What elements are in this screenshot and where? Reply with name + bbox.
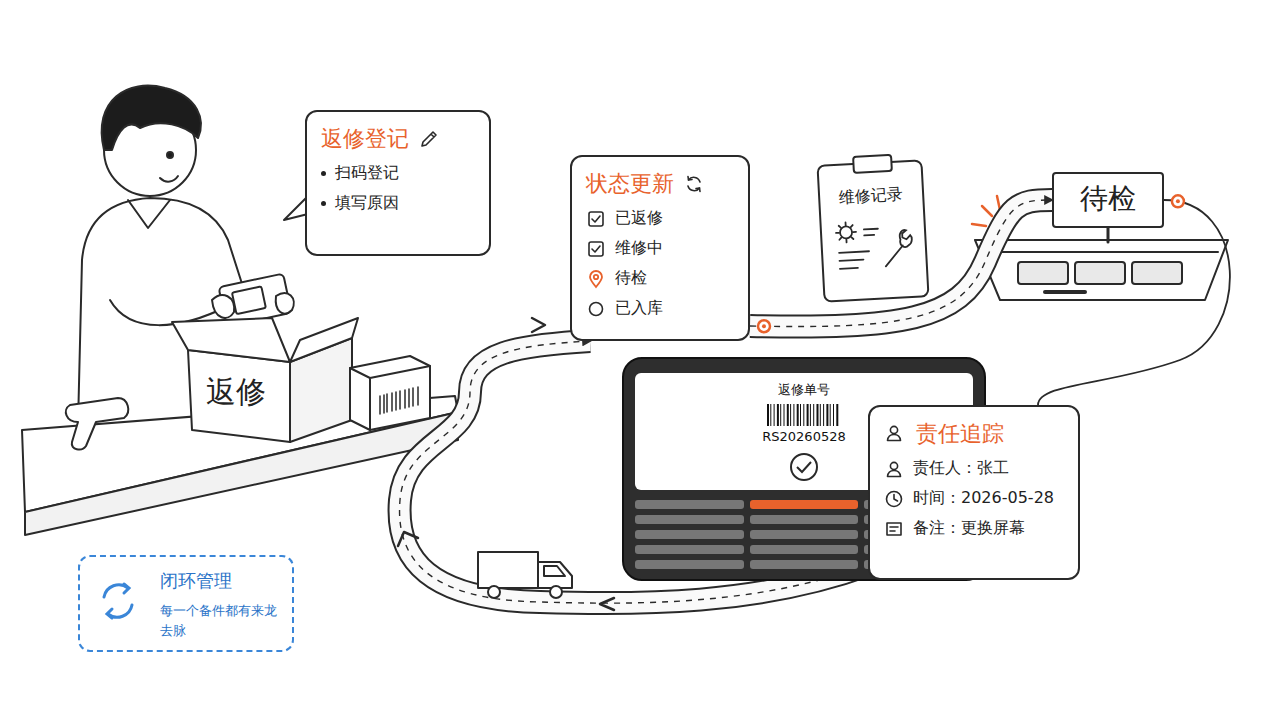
- clipboard: 维修记录: [816, 159, 929, 302]
- list-row: 待检: [586, 268, 734, 289]
- road-dot-core: [762, 324, 766, 328]
- list-item: 时间：2026-05-28: [913, 488, 1054, 509]
- icon: [586, 239, 606, 259]
- road-arrow: [600, 598, 614, 610]
- road-arrow: [398, 532, 418, 546]
- person-smile: [160, 176, 178, 182]
- list-row: 时间：2026-05-28: [884, 488, 1064, 509]
- key: [750, 530, 859, 539]
- carton-front: [188, 350, 290, 442]
- hand: [212, 295, 234, 318]
- clipboard-clip: [852, 154, 893, 174]
- clipboard-title: 维修记录: [826, 184, 917, 210]
- note-heading: 闭环管理: [160, 569, 282, 593]
- bullet-dot: [321, 201, 326, 206]
- icon: [884, 459, 904, 479]
- tray: [975, 240, 1228, 300]
- heading-row: 责任追踪: [884, 419, 1064, 449]
- bullet-text: 填写原因: [335, 193, 399, 214]
- speech-bubble: 返修登记扫码登记填写原因: [305, 110, 491, 256]
- held-device-screen: [232, 286, 266, 314]
- tracking-card: 责任追踪责任人：张工时间：2026-05-28 备注：更换屏幕: [868, 405, 1080, 580]
- tray-slot: [1045, 290, 1085, 294]
- clipboard-icons: [827, 215, 920, 280]
- key: [635, 515, 744, 524]
- icon: [586, 299, 606, 319]
- scanner: [66, 398, 128, 449]
- road-arrow: [532, 318, 545, 332]
- list-item: 备注：更换屏幕: [913, 518, 1025, 539]
- icon: [586, 269, 606, 289]
- icon: [586, 209, 606, 229]
- carton-label: 返修: [206, 372, 266, 413]
- key: [750, 545, 859, 554]
- small-box-edge: [350, 366, 430, 430]
- icon: [884, 519, 904, 539]
- connector: [1038, 200, 1230, 405]
- sign-post: [1107, 226, 1110, 242]
- status-card: 状态更新已返修维修中待检已入库: [570, 155, 750, 341]
- carton-flap: [172, 318, 290, 362]
- tray-device: [1075, 262, 1125, 284]
- icon: [419, 129, 439, 149]
- cycle-icon: [96, 579, 140, 623]
- key: [635, 545, 744, 554]
- list-row: 维修中: [586, 238, 734, 259]
- hand: [276, 293, 294, 313]
- icon: [884, 423, 906, 445]
- note-box: 闭环管理每一个备件都有来龙去脉: [78, 555, 294, 652]
- heading-row: 返修登记: [321, 124, 475, 154]
- person-hair: [102, 86, 201, 150]
- tray-rim: [985, 251, 1218, 253]
- check-icon: [789, 452, 819, 482]
- heading: 责任追踪: [916, 419, 1004, 449]
- key: [750, 560, 859, 569]
- road-dot: [758, 320, 770, 332]
- bullet-text: 扫码登记: [335, 163, 399, 184]
- note-text: 每一个备件都有来龙去脉: [160, 601, 282, 640]
- list-item: 已返修: [615, 208, 663, 229]
- road-dot-core: [1176, 199, 1180, 203]
- person-eye: [167, 152, 173, 158]
- truck: [478, 552, 572, 598]
- sign-board: 待检: [1052, 172, 1164, 228]
- list-item: 维修中: [615, 238, 663, 259]
- screen-barcode: [767, 404, 841, 426]
- key: [635, 530, 744, 539]
- small-box: [350, 356, 430, 430]
- key: [635, 500, 744, 509]
- tray-device: [1132, 262, 1182, 284]
- list-item: 责任人：张工: [913, 458, 1009, 479]
- list-item: 待检: [615, 268, 647, 289]
- list-row: 备注：更换屏幕: [884, 518, 1064, 539]
- list-row: 已返修: [586, 208, 734, 229]
- list-row: 责任人：张工: [884, 458, 1064, 479]
- sign-text: 待检: [1080, 182, 1136, 215]
- heading: 状态更新: [586, 169, 674, 199]
- screen-title: 返修单号: [639, 381, 969, 399]
- person-collar: [128, 200, 170, 228]
- bullet-dot: [321, 171, 326, 176]
- heading: 返修登记: [321, 124, 409, 154]
- list-item: 已入库: [615, 298, 663, 319]
- heading-row: 状态更新: [586, 169, 734, 199]
- tray-device: [1018, 262, 1068, 284]
- key: [750, 515, 859, 524]
- list-row: 已入库: [586, 298, 734, 319]
- icon: [884, 489, 904, 509]
- key: [750, 500, 859, 509]
- icon: [684, 174, 704, 194]
- key: [635, 560, 744, 569]
- barcode: [380, 387, 418, 414]
- bullet-row: 扫码登记: [321, 163, 475, 184]
- road-dot: [1172, 195, 1184, 207]
- carton-flap: [290, 318, 358, 362]
- bullet-row: 填写原因: [321, 193, 475, 214]
